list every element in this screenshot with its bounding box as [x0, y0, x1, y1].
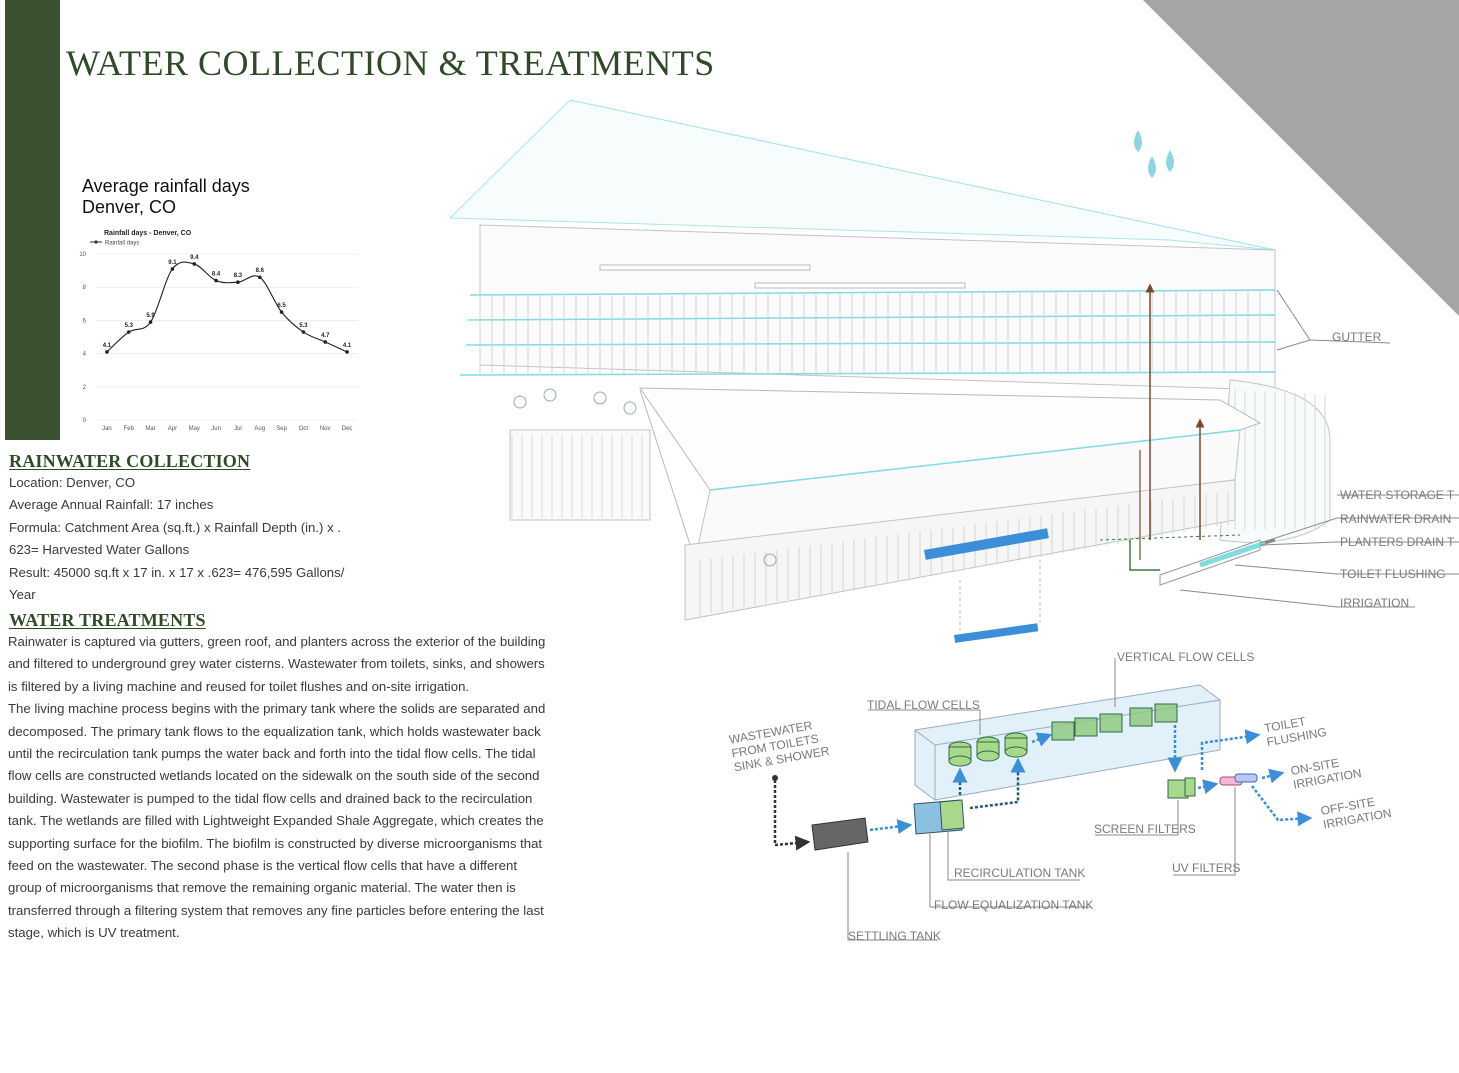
- label-wastewater: WASTEWATER FROM TOILETS SINK & SHOWER: [728, 718, 831, 774]
- x-tick-label: Feb: [124, 426, 135, 432]
- data-point: [301, 330, 306, 334]
- data-point: [236, 280, 240, 285]
- cistern-upper: [924, 528, 1049, 560]
- x-tick-label: May: [189, 426, 200, 432]
- rainwater-line: Average Annual Rainfall: 17 inches: [9, 497, 214, 513]
- x-tick-label: Mar: [145, 426, 155, 432]
- data-point: [105, 350, 109, 354]
- label-onsite-irrigation: ON-SITE IRRIGATION: [1290, 756, 1363, 792]
- chart-heading: Average rainfall days Denver, CO: [82, 176, 250, 218]
- rainwater-heading: RAINWATER COLLECTION: [9, 451, 251, 471]
- data-point: [323, 340, 328, 344]
- y-tick-label: 2: [83, 385, 87, 391]
- data-point: [126, 330, 131, 334]
- rainwater-line: Year: [9, 587, 36, 603]
- data-label: 8.3: [234, 273, 243, 279]
- label-rainwater-drain: RAINWATER DRAIN: [1340, 512, 1451, 526]
- data-point: [214, 278, 218, 283]
- x-tick-label: Dec: [342, 426, 353, 432]
- rainwater-info: Location: Denver, CO Average Annual Rain…: [9, 472, 379, 606]
- y-tick-label: 0: [83, 418, 87, 424]
- data-label: 9.4: [190, 255, 199, 261]
- cistern-lower: [954, 623, 1039, 643]
- label-water-storage: WATER STORAGE T: [1340, 488, 1455, 502]
- data-label: 8.4: [212, 272, 221, 278]
- x-tick-label: Nov: [320, 426, 331, 432]
- y-tick-label: 8: [83, 285, 87, 291]
- label-recirculation-tank: RECIRCULATION TANK: [954, 866, 1085, 880]
- data-point: [148, 320, 153, 324]
- data-label: 4.1: [103, 343, 112, 349]
- label-tidal-flow-cells: TIDAL FLOW CELLS: [867, 698, 980, 712]
- rainwater-line: Result: 45000 sq.ft x 17 in. x 17 x .623…: [9, 564, 345, 580]
- legend-marker: [94, 240, 98, 244]
- data-label: 4.7: [321, 333, 330, 339]
- x-tick-label: Apr: [168, 426, 177, 432]
- rainwater-line: Formula: Catchment Area (sq.ft.) x Rainf…: [9, 519, 341, 535]
- label-flow-equalization-tank: FLOW EQUALIZATION TANK: [934, 898, 1093, 912]
- legend-label: Rainfall days: [105, 241, 139, 247]
- page-title: WATER COLLECTION & TREATMENTS: [66, 43, 715, 83]
- rainwater-line: 623= Harvested Water Gallons: [9, 542, 190, 558]
- x-tick-label: Aug: [254, 426, 265, 432]
- chart-heading-line2: Denver, CO: [82, 197, 177, 217]
- y-tick-label: 6: [83, 318, 87, 324]
- x-tick-label: Jul: [234, 426, 242, 432]
- y-tick-label: 4: [83, 352, 87, 358]
- label-settling-tank: SETTLING TANK: [848, 929, 941, 943]
- data-point: [345, 350, 349, 354]
- building-isometric: [448, 99, 1331, 621]
- sidebar-accent-bar: [5, 0, 60, 440]
- label-screen-filters: SCREEN FILTERS: [1094, 822, 1196, 836]
- label-toilet-flushing-output: TOILET FLUSHING: [1263, 714, 1328, 749]
- data-label: 4.1: [343, 343, 352, 349]
- data-point: [257, 275, 262, 280]
- data-label: 5.3: [125, 323, 134, 329]
- y-tick-label: 10: [79, 252, 86, 258]
- data-label: 5.3: [299, 323, 308, 329]
- x-tick-label: Jan: [102, 426, 112, 432]
- data-point: [279, 310, 284, 314]
- treatments-text: Rainwater is captured via gutters, green…: [8, 631, 548, 945]
- water-system-diagram: GUTTER WATER STORAGE T RAINWATER DRAIN P…: [448, 99, 1459, 943]
- treatments-heading: WATER TREATMENTS: [9, 610, 206, 630]
- data-point: [192, 262, 197, 266]
- series-line: [106, 261, 348, 353]
- data-point: [170, 267, 175, 271]
- label-offsite-irrigation: OFF-SITE IRRIGATION: [1320, 795, 1393, 832]
- x-tick-label: Oct: [299, 426, 309, 432]
- building-pipes: [1099, 283, 1276, 586]
- rainwater-line: Location: Denver, CO: [9, 475, 136, 490]
- data-label: 9.1: [168, 260, 177, 266]
- chart-title: Rainfall days - Denver, CO: [104, 230, 192, 237]
- label-planters-drain: PLANTERS DRAIN T: [1340, 535, 1455, 549]
- rainfall-chart: Rainfall days - Denver, CO Rainfall days 0…: [70, 224, 370, 436]
- data-label: 5.9: [146, 313, 155, 319]
- x-tick-label: Jun: [211, 426, 221, 432]
- raindrop-icon: [1134, 130, 1174, 178]
- label-toilet-flushing: TOILET FLUSHING: [1340, 567, 1446, 581]
- treatments-paragraph-2: The living machine process begins with t…: [8, 701, 546, 941]
- x-tick-label: Sep: [276, 426, 287, 432]
- label-vertical-flow-cells: VERTICAL FLOW CELLS: [1117, 650, 1254, 664]
- data-label: 6.5: [277, 303, 286, 309]
- chart-heading-line1: Average rainfall days: [82, 176, 250, 196]
- chart-background: [70, 224, 370, 436]
- treatments-paragraph-1: Rainwater is captured via gutters, green…: [8, 634, 546, 694]
- label-uv-filters: UV FILTERS: [1172, 861, 1240, 875]
- label-gutter: GUTTER: [1332, 330, 1382, 344]
- living-machine-process: [772, 658, 1313, 941]
- data-label: 8.6: [256, 268, 265, 274]
- label-irrigation: IRRIGATION: [1340, 596, 1409, 610]
